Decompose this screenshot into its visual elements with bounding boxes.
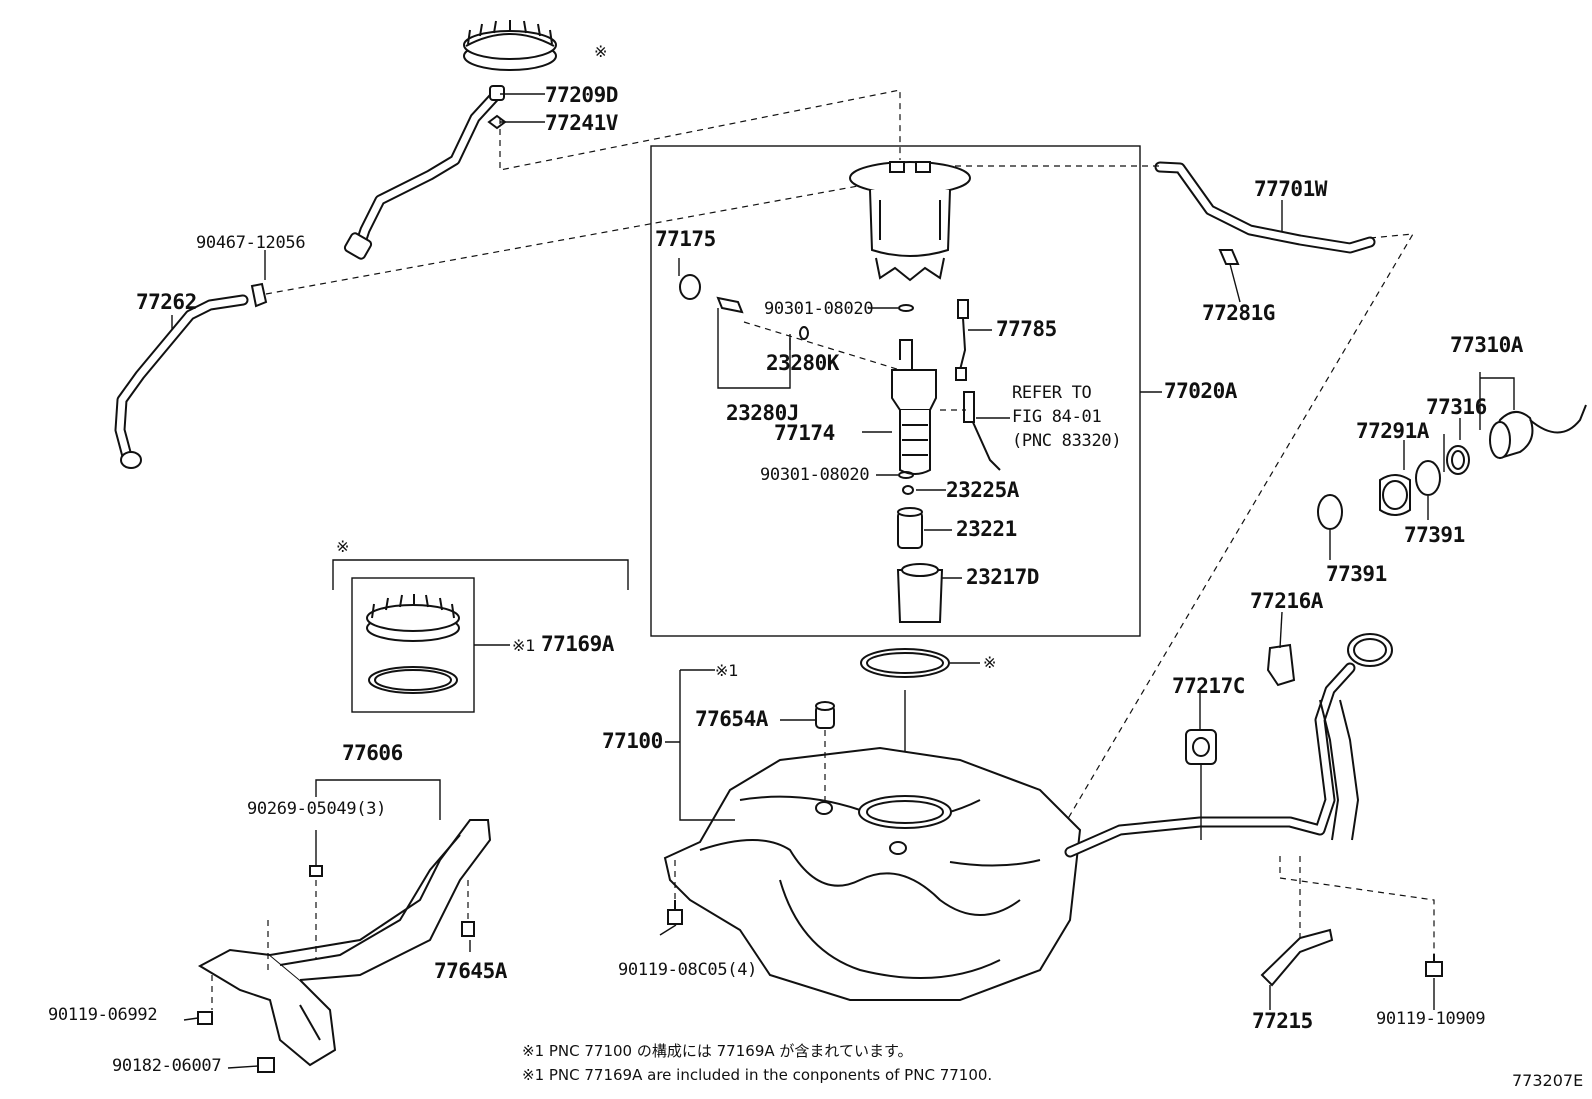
- filler-pipe: [949, 633, 1393, 867]
- bolts-lower-left: [197, 865, 475, 1073]
- label-90301-08020-upper: 90301-08020: [764, 299, 873, 319]
- label-77281g: 77281G: [1202, 301, 1275, 325]
- label-90301-08020-lower: 90301-08020: [760, 465, 869, 485]
- kit-locking-ring: [366, 594, 460, 642]
- protector-77606: [197, 819, 492, 1067]
- kome-kit-box: ※: [336, 537, 349, 556]
- label-77391-left: 77391: [1326, 562, 1387, 586]
- label-77174: 77174: [774, 421, 835, 445]
- label-77217c: 77217C: [1172, 674, 1245, 698]
- kit-gasket: [368, 666, 458, 694]
- ring-77391-right: [1415, 460, 1441, 496]
- label-90119-10909: 90119-10909: [1376, 1009, 1485, 1029]
- hose-77262: [114, 294, 249, 469]
- label-77215: 77215: [1252, 1009, 1313, 1033]
- label-77262: 77262: [136, 290, 197, 314]
- fuel-tank-77100: [663, 746, 1082, 1001]
- label-77316: 77316: [1426, 395, 1487, 419]
- figure-id: 773207E: [1512, 1071, 1583, 1090]
- refer-line-2: FIG 84-01: [1012, 407, 1101, 427]
- label-77216a: 77216A: [1250, 589, 1324, 613]
- bracket-77217c: [1185, 729, 1217, 765]
- tank-gasket: [860, 648, 950, 678]
- label-90182-06007: 90182-06007: [112, 1056, 221, 1076]
- label-77100: 77100: [602, 729, 663, 753]
- small-parts-pump: [679, 274, 944, 623]
- kome1-kit: ※1: [512, 636, 536, 655]
- clip-77281g: [1218, 249, 1240, 265]
- ring-77391-left: [1317, 494, 1343, 530]
- kome-top-ring: ※: [594, 42, 607, 61]
- label-90269-05049: 90269-05049(3): [247, 799, 386, 819]
- label-77701w: 77701W: [1254, 177, 1328, 201]
- cap-77654a: [815, 701, 835, 729]
- label-90467-12056: 90467-12056: [196, 233, 305, 253]
- label-23217d: 23217D: [966, 565, 1039, 589]
- label-77310a: 77310A: [1450, 333, 1524, 357]
- kome1-tank: ※1: [715, 661, 739, 680]
- pump-top-flange: [849, 161, 971, 282]
- fuel-pump-assembly-frame: [650, 145, 1141, 637]
- label-77209d: 77209D: [545, 83, 618, 107]
- hose-77701w: [1154, 161, 1376, 254]
- label-77175: 77175: [655, 227, 716, 251]
- label-23221: 23221: [956, 517, 1017, 541]
- refer-line-3: (PNC 83320): [1012, 431, 1121, 451]
- label-77391-right: 77391: [1404, 523, 1465, 547]
- note-japanese: ※1 PNC 77100 の構成には 77169A が含まれています。: [522, 1042, 912, 1060]
- bracket-77215: [1260, 928, 1334, 987]
- bolt-90119-08c05: [667, 900, 683, 925]
- sender-gauge-77785: [955, 299, 1001, 471]
- bolt-90119-10909: [1425, 954, 1443, 977]
- vent-hose-upper: [343, 85, 505, 260]
- refer-line-1: REFER TO: [1012, 383, 1092, 403]
- pump-module-77174: [891, 339, 937, 475]
- label-77241v: 77241V: [545, 111, 619, 135]
- clip-90467: [250, 282, 268, 308]
- label-23280k: 23280K: [766, 351, 840, 375]
- label-77654a: 77654A: [695, 707, 769, 731]
- label-23225a: 23225A: [946, 478, 1020, 502]
- protector-77216a: [1266, 643, 1296, 687]
- filler-neck-77291a: [1379, 474, 1411, 516]
- label-77606: 77606: [342, 741, 403, 765]
- label-77785: 77785: [996, 317, 1057, 341]
- label-23280j: 23280J: [726, 401, 799, 425]
- locking-ring-top: [463, 20, 557, 71]
- label-77020a: 77020A: [1164, 379, 1238, 403]
- label-77291a: 77291A: [1356, 419, 1430, 443]
- note-english: ※1 PNC 77169A are included in the conpon…: [522, 1066, 992, 1084]
- fuel-cap-77310a: [1489, 404, 1587, 460]
- gasket-77316: [1446, 445, 1470, 475]
- kome-gasket: ※: [983, 653, 996, 672]
- label-77645a: 77645A: [434, 959, 508, 983]
- label-90119-06992: 90119-06992: [48, 1005, 157, 1025]
- label-77169a: 77169A: [541, 632, 615, 656]
- label-90119-08c05: 90119-08C05(4): [618, 960, 757, 980]
